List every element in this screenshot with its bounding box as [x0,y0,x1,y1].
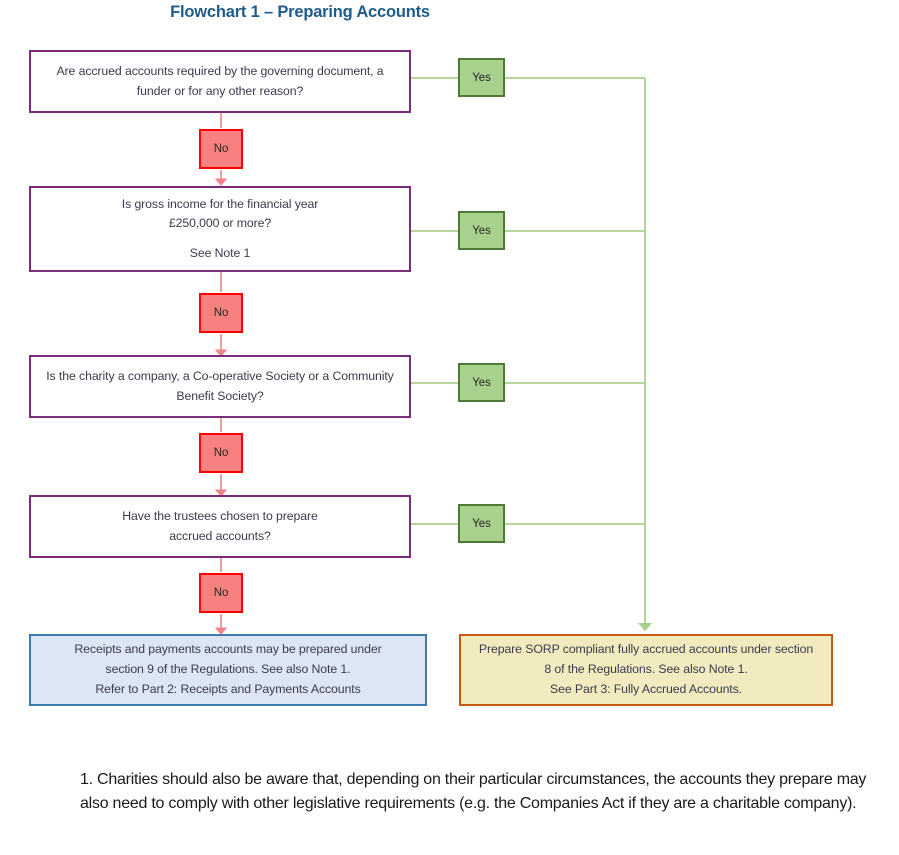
outcome-fully-accrued[interactable]: Prepare SORP compliant fully accrued acc… [459,634,833,706]
decision-box-company-or-society[interactable]: Is the charity a company, a Co-operative… [29,355,411,418]
no-label: No [213,307,229,319]
decision-text-line: £250,000 or more? [168,215,272,230]
yes-branch-accrued-required[interactable]: Yes [458,58,505,97]
decision-box-accrued-required[interactable]: Are accrued accounts required by the gov… [29,50,411,113]
decision-text-line: accrued accounts? [169,528,271,543]
outcome-text-line: See Part 3: Fully Accrued Accounts. [550,681,742,696]
yes-label: Yes [472,71,491,84]
no-branch-trustees-chosen[interactable]: No [199,573,243,613]
decision-note-reference: See Note 1 [189,246,251,261]
decision-text-line: Benefit Society? [176,388,264,403]
yes-label: Yes [472,376,491,389]
no-label: No [213,587,229,599]
outcome-receipts-and-payments[interactable]: Receipts and payments accounts may be pr… [29,634,427,706]
yes-label: Yes [472,224,491,237]
decision-box-trustees-chosen[interactable]: Have the trustees chosen to prepare accr… [29,495,411,558]
decision-text-line: funder or for any other reason? [136,83,304,98]
yes-branch-company-or-society[interactable]: Yes [458,363,505,402]
decision-box-gross-income[interactable]: Is gross income for the financial year £… [29,186,411,272]
decision-text-line: Have the trustees chosen to prepare [122,509,318,524]
outcome-text-line: 8 of the Regulations. See also Note 1. [544,662,748,677]
no-branch-accrued-required[interactable]: No [199,129,243,169]
footnote-note-1: 1. Charities should also be aware that, … [80,771,867,813]
outcome-text-line: Receipts and payments accounts may be pr… [74,642,382,657]
yes-branch-trustees-chosen[interactable]: Yes [458,504,505,543]
no-branch-gross-income[interactable]: No [199,293,243,333]
outcome-text-line: Prepare SORP compliant fully accrued acc… [478,642,814,657]
decision-text-line: Is gross income for the financial year [121,196,319,211]
page-title: Flowchart 1 – Preparing Accounts [170,3,430,21]
no-branch-company-or-society[interactable]: No [199,433,243,473]
no-label: No [213,447,229,459]
yes-label: Yes [472,517,491,530]
decision-text-line: Are accrued accounts required by the gov… [56,64,384,79]
decision-text-line: Is the charity a company, a Co-operative… [46,369,394,384]
outcome-text-line: Refer to Part 2: Receipts and Payments A… [95,681,361,696]
outcome-text-line: section 9 of the Regulations. See also N… [105,662,351,677]
no-label: No [213,143,229,155]
yes-branch-gross-income[interactable]: Yes [458,211,505,250]
